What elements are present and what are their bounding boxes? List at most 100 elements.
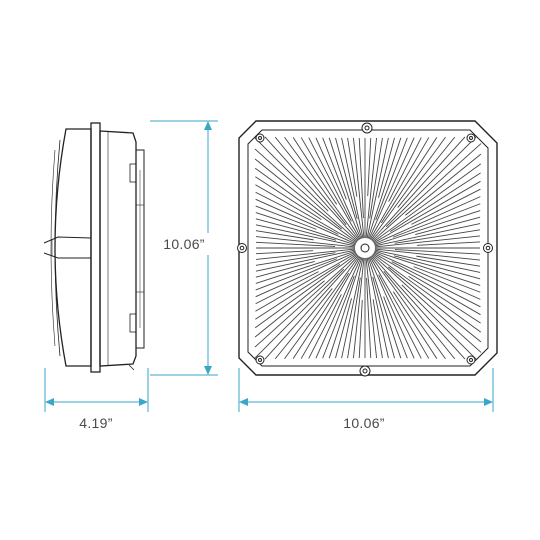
side-flange (90, 122, 101, 373)
side-lens (54, 128, 92, 367)
diffuser-center (360, 243, 370, 253)
diffuser-ray (389, 172, 481, 233)
diffuser-ray (264, 255, 359, 360)
diffuser-ray (374, 210, 481, 246)
diffuser-ray (255, 184, 357, 244)
diffuser-ray (284, 255, 360, 360)
diffuser-ray (254, 167, 358, 243)
diffuser-ray (255, 263, 341, 320)
diffuser-ray (373, 252, 481, 316)
diffuser-ray (328, 257, 363, 359)
diffuser-ray (264, 136, 359, 241)
diffuser-ray (284, 136, 360, 241)
diffuser-ray (352, 257, 365, 359)
diffuser-ray (371, 136, 466, 241)
diffuser-ray (255, 252, 357, 312)
diffuser-ray (255, 205, 317, 230)
diffuser-ray (274, 136, 347, 225)
diffuser-ray (392, 203, 481, 238)
diffuser-ray (393, 255, 481, 280)
front-view (237, 120, 498, 377)
diffuser-ray (385, 136, 477, 228)
diffuser-ray (378, 274, 422, 359)
diffuser-ray (397, 136, 456, 208)
diffuser-ray (292, 272, 350, 359)
diffuser-ray (373, 180, 481, 244)
diffuser-ray (401, 284, 477, 360)
diffuser-ray (358, 137, 364, 219)
diffuser-ray (388, 266, 482, 343)
side-bracket (135, 149, 145, 349)
diffuser-ray (371, 255, 466, 360)
diffuser-ray (415, 216, 481, 235)
diffuser-ray (416, 255, 481, 267)
height-dimension-label: 10.06” (163, 236, 205, 252)
diffuser-ray (373, 196, 481, 245)
diffuser-ray (378, 137, 395, 198)
diffuser-ray (341, 137, 364, 239)
diffuser-ray (254, 158, 342, 230)
diffuser-ray (370, 136, 446, 241)
diffuser-ray (405, 153, 482, 216)
diffuser-ray (255, 236, 356, 248)
diffuser-ray (255, 258, 338, 291)
diffuser-ray (372, 254, 482, 353)
diffuser-ray (365, 137, 378, 239)
diffuser-ray (388, 137, 422, 202)
diffuser-ray (367, 257, 402, 359)
diffuser-ray (370, 255, 446, 360)
diffuser-ray (375, 137, 408, 221)
diffuser-ray (365, 257, 378, 359)
diffuser-ray (255, 250, 314, 255)
diffuser-ray (383, 296, 408, 359)
diffuser-ray (367, 137, 372, 197)
diffuser-ray (369, 256, 430, 359)
diffuser-ray (255, 271, 319, 305)
screw-bottom (359, 365, 371, 377)
diffuser-ray (373, 251, 481, 300)
screw-top (361, 122, 373, 134)
diffuser-ray (374, 248, 481, 261)
diffuser-ray (394, 229, 481, 244)
diffuser-ray (372, 253, 482, 333)
diffuser-ray (254, 280, 325, 338)
diffuser-ray (292, 137, 338, 205)
diffuser-ray (308, 294, 342, 359)
diffuser-ray (408, 275, 481, 324)
screw-corner-br (466, 355, 476, 365)
screw-corner-tr (466, 133, 476, 143)
diffuser-ray (367, 137, 402, 239)
diffuser-ray (347, 277, 361, 359)
diffuser-ray (394, 249, 481, 255)
diffuser-ray (374, 250, 481, 286)
diffuser-ray (255, 261, 315, 278)
diffuser-ray (391, 261, 481, 308)
diffuser-ray (411, 188, 481, 225)
diffuser-ray (274, 288, 333, 360)
diffuser-ray (255, 224, 356, 247)
diffuser-ray (255, 248, 356, 260)
diffuser-ray (392, 291, 438, 359)
diffuser-ray (255, 176, 322, 221)
diffuser-ray (315, 256, 362, 359)
diffuser-ray (308, 137, 352, 222)
diffuser-ray (255, 191, 339, 235)
screw-corner-bl (255, 355, 265, 365)
diffuser-ray (366, 277, 372, 359)
diffuser-ray (374, 249, 481, 273)
diffuser-ray (322, 137, 347, 200)
diffuser-ray (372, 143, 482, 242)
side-view (43, 122, 145, 373)
diffuser-ray (358, 299, 363, 359)
diffuser-ray (254, 148, 358, 242)
diffuser-ray (255, 218, 337, 241)
diffuser-ray (352, 137, 365, 239)
diffuser-ray (328, 137, 363, 239)
diffuser-ray (335, 137, 358, 220)
diffuser-ray (347, 137, 358, 197)
diffuser-ray (254, 268, 345, 359)
diffuser-ray (374, 235, 481, 248)
diffuser-ray (254, 137, 329, 212)
diffuser-ray (380, 137, 438, 224)
